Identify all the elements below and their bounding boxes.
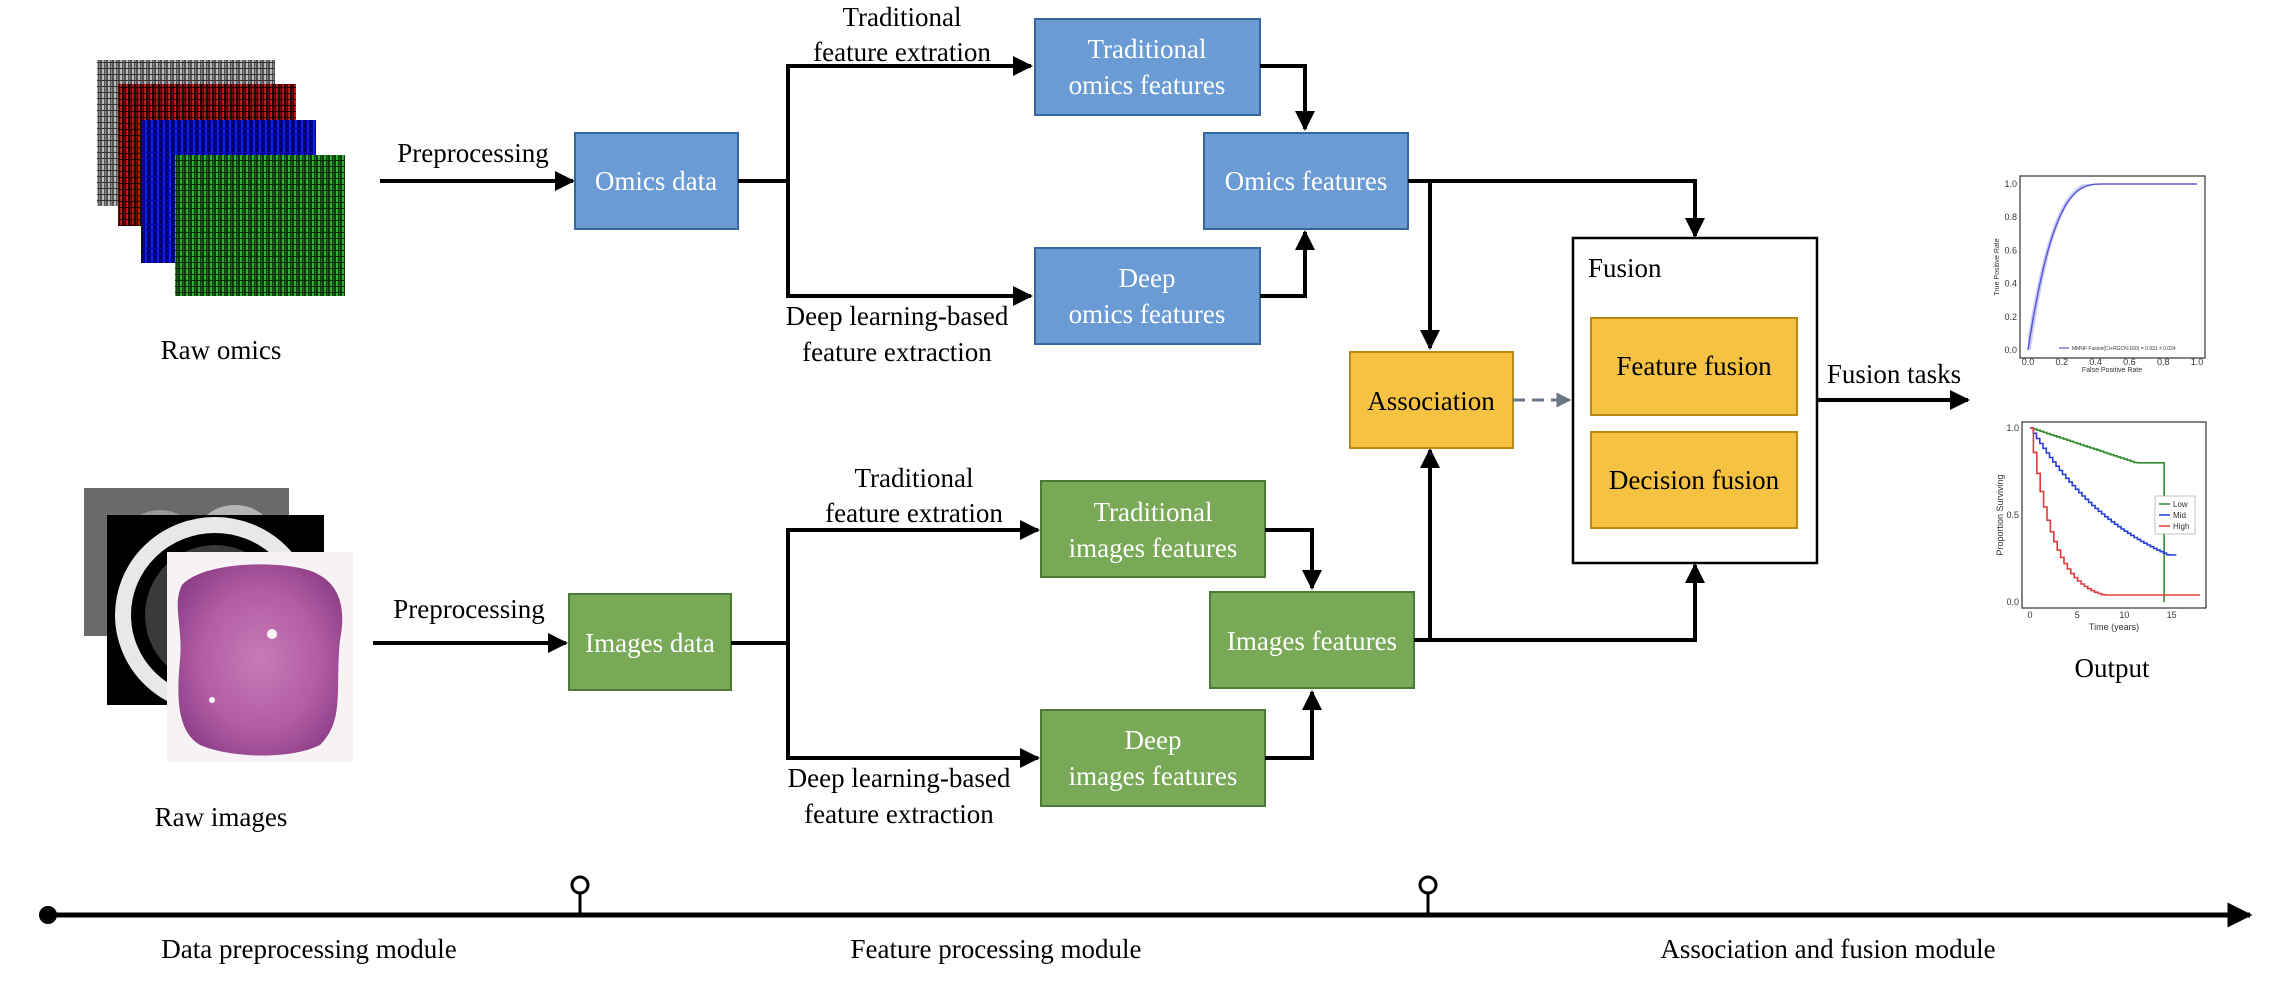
feature-fusion-box: Feature fusion xyxy=(1590,317,1798,416)
omics-deep-extract-label-1: Deep learning-based xyxy=(786,301,1009,331)
omics-deep-extract-label-2: feature extraction xyxy=(802,337,992,367)
module-2-label: Feature processing module xyxy=(851,934,1142,964)
images-trad-arrow xyxy=(731,520,1040,645)
roc-ylabel: True Positive Rate xyxy=(1994,238,2001,295)
preprocessing-bottom-label: Preprocessing xyxy=(393,594,544,624)
association-box: Association xyxy=(1349,351,1514,449)
images-deep-extract-label-1: Deep learning-based xyxy=(788,763,1011,793)
module-1-label: Data preprocessing module xyxy=(161,934,456,964)
svg-text:Images features: Images features xyxy=(1227,626,1397,656)
km-legend: Low Mid High xyxy=(2154,495,2196,535)
km-high-curve xyxy=(2030,427,2200,596)
output-label: Output xyxy=(2074,653,2150,683)
omics-deep-merge-arrow xyxy=(1260,230,1315,298)
km-legend-high: High xyxy=(2173,522,2189,531)
module-3-label: Association and fusion module xyxy=(1660,934,1995,964)
omics-trad-arrow xyxy=(738,56,1033,183)
svg-text:Traditional: Traditional xyxy=(1087,34,1206,64)
images-data-box: Images data xyxy=(568,593,732,691)
images-to-fusion-arrow xyxy=(1414,563,1705,642)
fusion-title: Fusion xyxy=(1588,253,1662,283)
omics-trad-extract-label-1: Traditional xyxy=(842,2,961,32)
km-xtick: 10 xyxy=(2119,610,2129,620)
km-ytick: 1.0 xyxy=(2006,423,2019,433)
km-xlabel: Time (years) xyxy=(2089,622,2139,632)
km-mid-curve xyxy=(2030,427,2177,556)
km-xtick: 0 xyxy=(2027,610,2032,620)
roc-xtick: 0.2 xyxy=(2056,357,2069,367)
omics-trad-merge-arrow xyxy=(1260,64,1315,131)
omics-trad-extract-label-2: feature extration xyxy=(813,37,991,67)
roc-ytick: 0.4 xyxy=(2004,279,2017,289)
svg-text:Association: Association xyxy=(1367,386,1495,416)
images-trad-merge-arrow xyxy=(1265,528,1322,590)
roc-ytick: 0.6 xyxy=(2004,245,2017,255)
km-legend-mid: Mid xyxy=(2173,511,2186,520)
omics-data-box: Omics data xyxy=(574,132,739,230)
omics-deep-features-box: Deep omics features xyxy=(1034,247,1261,345)
roc-mean-line xyxy=(2027,183,2197,351)
images-deep-arrow xyxy=(786,643,1040,768)
roc-ytick: 0.2 xyxy=(2004,312,2017,322)
images-trad-extract-label-2: feature extration xyxy=(825,498,1003,528)
roc-xlabel: False Positive Rate xyxy=(2082,367,2142,374)
roc-legend-text: MMNF Fusion(CI+RGCN-160) = 0.931 ± 0.024 xyxy=(2072,346,2176,352)
svg-text:Omics data: Omics data xyxy=(595,166,717,196)
svg-text:Omics features: Omics features xyxy=(1225,166,1388,196)
omics-to-fusion-arrow xyxy=(1408,179,1705,238)
module-timeline xyxy=(39,875,2253,928)
images-trad-features-box: Traditional images features xyxy=(1040,480,1266,578)
decision-fusion-box: Decision fusion xyxy=(1590,431,1798,529)
svg-text:images features: images features xyxy=(1069,761,1238,791)
raw-images-stack xyxy=(84,488,353,762)
preprocessing-top-label: Preprocessing xyxy=(397,138,548,168)
fusion-tasks-label: Fusion tasks xyxy=(1827,359,1961,389)
svg-text:Deep: Deep xyxy=(1119,263,1176,293)
km-ytick: 0.5 xyxy=(2006,510,2019,520)
km-survival-plot: 0 5 10 15 0.0 0.5 1.0 Time (years) Proportion… xyxy=(1995,421,2207,632)
km-ylabel: Proportion Surviving xyxy=(1995,474,2005,555)
roc-ytick: 1.0 xyxy=(2004,179,2017,189)
timeline-marker-1 xyxy=(570,875,590,895)
svg-text:Decision fusion: Decision fusion xyxy=(1609,465,1780,495)
omics-trad-features-box: Traditional omics features xyxy=(1034,18,1261,116)
omics-features-box: Omics features xyxy=(1203,132,1409,230)
roc-xtick: 0.8 xyxy=(2157,357,2170,367)
roc-xtick: 1.0 xyxy=(2191,357,2204,367)
svg-text:Traditional: Traditional xyxy=(1093,497,1212,527)
raw-omics-heatmap-stack xyxy=(97,60,345,296)
raw-omics-label: Raw omics xyxy=(161,335,282,365)
km-low-curve xyxy=(2030,427,2165,602)
km-legend-low: Low xyxy=(2173,500,2188,509)
roc-xtick: 0.4 xyxy=(2089,357,2102,367)
svg-text:Images data: Images data xyxy=(585,628,715,658)
km-xtick: 5 xyxy=(2075,610,2080,620)
roc-ytick: 0.0 xyxy=(2004,345,2017,355)
roc-xtick: 0.0 xyxy=(2022,357,2035,367)
timeline-marker-2 xyxy=(1418,875,1438,895)
images-deep-extract-label-2: feature extraction xyxy=(804,799,994,829)
km-xtick: 15 xyxy=(2167,610,2177,620)
svg-text:Deep: Deep xyxy=(1125,725,1182,755)
roc-curve-plot: 0.0 0.2 0.4 0.6 0.8 1.0 0.0 0.2 0.4 0.6 0.8 1.0 Fa… xyxy=(1994,175,2206,374)
roc-ytick: 0.8 xyxy=(2004,212,2017,222)
svg-text:omics features: omics features xyxy=(1069,70,1226,100)
svg-text:omics features: omics features xyxy=(1069,299,1226,329)
timeline-start-dot xyxy=(39,906,57,924)
images-features-box: Images features xyxy=(1209,591,1415,689)
images-trad-extract-label-1: Traditional xyxy=(854,463,973,493)
images-deep-merge-arrow xyxy=(1265,690,1322,760)
km-ytick: 0.0 xyxy=(2006,597,2019,607)
images-deep-features-box: Deep images features xyxy=(1040,709,1266,807)
svg-text:images features: images features xyxy=(1069,533,1238,563)
omics-deep-arrow xyxy=(786,181,1033,306)
svg-text:Feature fusion: Feature fusion xyxy=(1616,351,1772,381)
raw-images-label: Raw images xyxy=(155,802,288,832)
roc-xtick: 0.6 xyxy=(2123,357,2136,367)
